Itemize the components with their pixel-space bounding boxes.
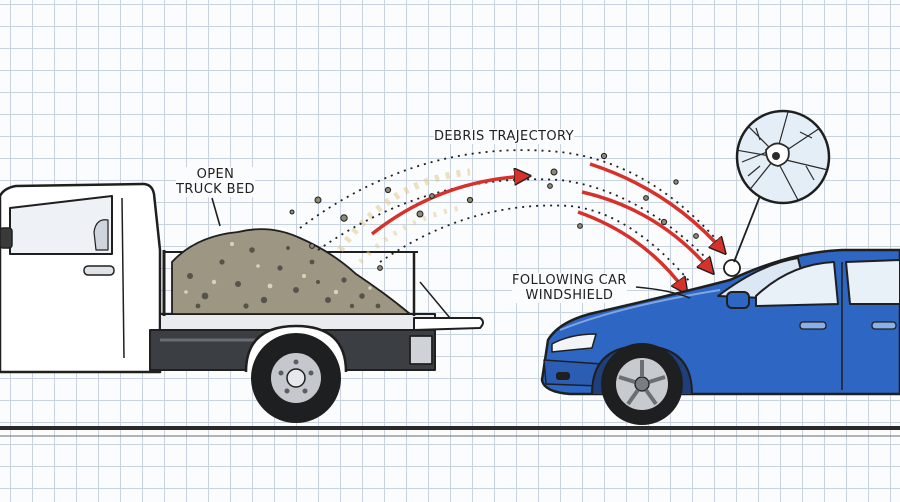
red-arrow-3 <box>582 192 712 272</box>
impact-point-marker <box>724 260 740 276</box>
car-rear-side-window <box>846 260 900 304</box>
lens-connector-line <box>734 196 760 262</box>
cracked-glass-icon <box>736 111 829 203</box>
open-truck-bed-label: OPEN TRUCK BED <box>176 167 255 197</box>
windshield-label-line-2: WINDSHIELD <box>512 288 627 303</box>
truck-door-handle <box>84 266 114 275</box>
windshield-label-line-1: FOLLOWING CAR <box>512 273 627 288</box>
car-side-mirror <box>727 292 749 308</box>
car-front-wheel <box>592 344 692 424</box>
trajectory-dotted-1 <box>300 150 722 246</box>
pickup-truck <box>0 184 483 422</box>
debris-trajectory-label: DEBRIS TRAJECTORY <box>434 129 574 144</box>
gravel-pile <box>172 229 410 314</box>
car-fog-light <box>556 372 570 380</box>
red-arrow-2 <box>590 164 724 252</box>
truck-open-tailgate <box>414 318 483 330</box>
truck-rear-wheel <box>246 326 346 422</box>
following-car-windshield-label: FOLLOWING CAR WINDSHIELD <box>512 273 627 303</box>
debris-trajectory <box>300 150 724 292</box>
tailgate-chain <box>420 282 450 318</box>
dust-trail-2 <box>360 208 460 262</box>
truck-headrest <box>94 220 108 250</box>
truck-bed-label-line-2: TRUCK BED <box>176 182 255 197</box>
red-arrow-1 <box>372 176 528 234</box>
truck-mirror <box>0 228 12 248</box>
truck-rear-bumper <box>410 336 432 364</box>
truck-bed-label-line-1: OPEN <box>176 167 255 182</box>
car-door-handle-rear <box>872 322 896 329</box>
truck-bed-leader <box>212 198 220 226</box>
car-door-handle-front <box>800 322 826 329</box>
